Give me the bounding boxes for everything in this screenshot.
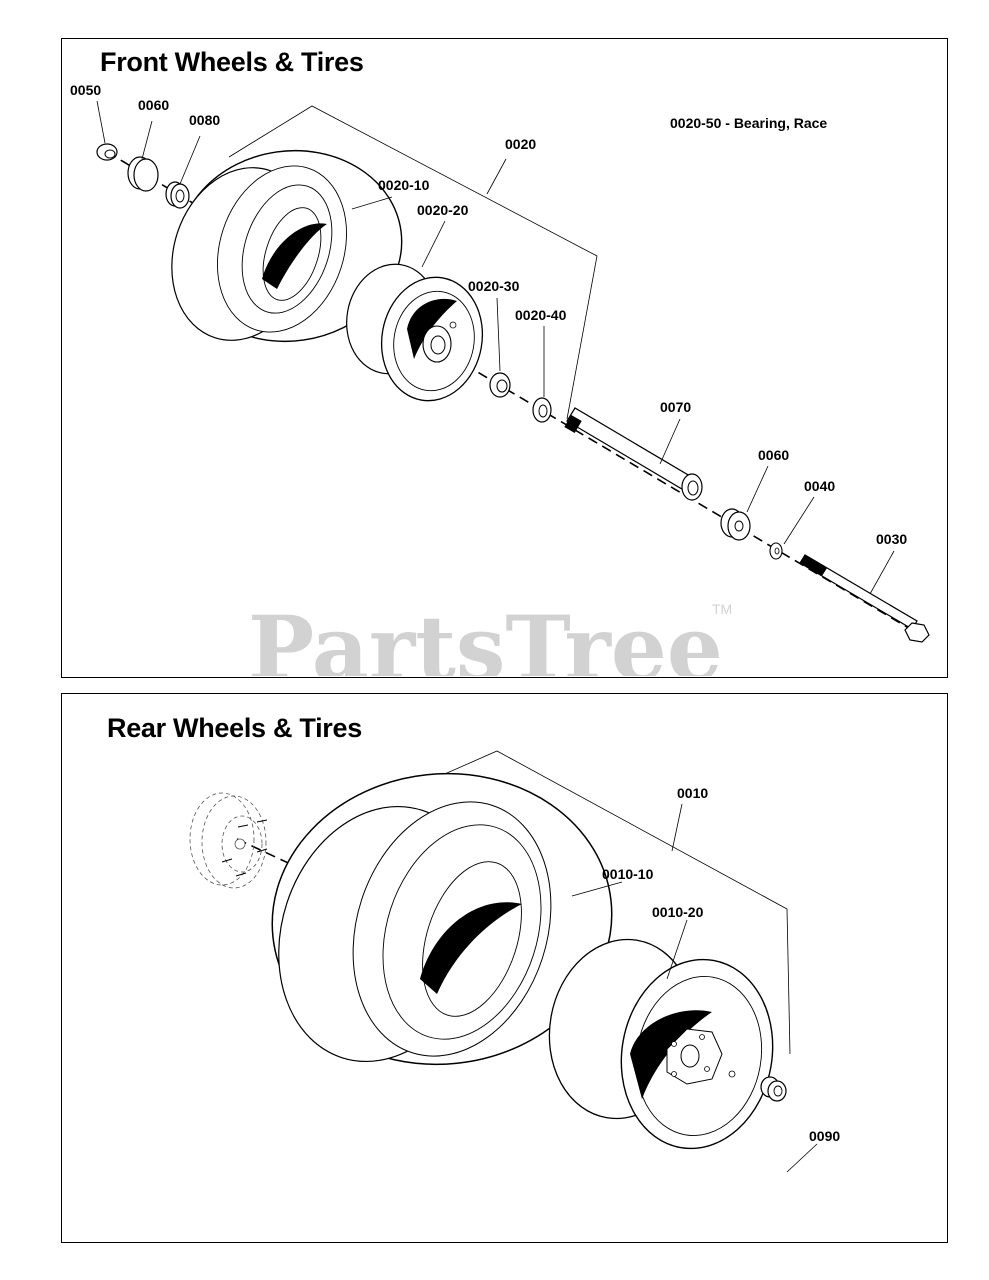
part-0020-10-tire[interactable] (150, 136, 414, 358)
rear-hub-ghost (189, 792, 268, 889)
part-0030-bolt[interactable] (799, 554, 930, 643)
part-0070-axle-tube[interactable] (564, 407, 703, 501)
label-0020-40: 0020-40 (515, 307, 567, 323)
label-0070: 0070 (660, 399, 691, 415)
leader-0010 (671, 803, 683, 852)
leader-0020-20 (421, 220, 446, 268)
rear-wheels-panel: Rear Wheels & Tires (61, 693, 948, 1243)
part-0060-spacer[interactable] (127, 156, 159, 192)
part-0050-nut[interactable] (96, 143, 118, 161)
label-0040: 0040 (804, 478, 835, 494)
leader-0050 (96, 100, 106, 144)
label-0010-10: 0010-10 (602, 866, 654, 882)
part-0080-bearing[interactable] (165, 181, 190, 209)
leader-0020 (486, 158, 507, 195)
leader-0010-10 (571, 881, 623, 897)
front-wheels-panel: Front Wheels & Tires PartsTree TM (61, 38, 948, 678)
rear-exploded-diagram: 0010 0010-10 0010-20 0090 (189, 750, 840, 1173)
leader-0060a (141, 120, 153, 160)
leader-0020-30 (496, 297, 501, 372)
label-0020: 0020 (505, 136, 536, 152)
rear-panel-title: Rear Wheels & Tires (107, 713, 362, 743)
part-0060-lower-spacer[interactable] (720, 508, 751, 541)
label-0020-10: 0020-10 (378, 177, 430, 193)
leader-0070 (659, 418, 681, 465)
front-axis-line (106, 151, 923, 637)
part-0020-30-bearing[interactable] (489, 372, 511, 398)
part-0010-10-tire[interactable] (247, 757, 627, 1089)
label-0060a: 0060 (138, 97, 169, 113)
part-0020-40-race[interactable] (532, 397, 552, 423)
leader-0040 (783, 496, 815, 545)
front-panel-title: Front Wheels & Tires (100, 47, 364, 77)
label-0020-30: 0020-30 (468, 278, 520, 294)
leader-0010-20 (666, 919, 688, 980)
label-0050: 0050 (70, 82, 101, 98)
watermark-text: PartsTree (248, 596, 723, 676)
label-0010-20: 0010-20 (652, 904, 704, 920)
leader-0060b (746, 465, 769, 513)
leader-0020-10 (351, 196, 393, 210)
bracket-0020 (228, 105, 598, 420)
leader-0080 (179, 135, 201, 185)
part-0090-lug-nut[interactable] (760, 1076, 787, 1102)
label-0090: 0090 (809, 1128, 840, 1144)
front-note: 0020-50 - Bearing, Race (670, 115, 827, 131)
watermark-tm: TM (712, 601, 732, 617)
part-0020-20-rim[interactable] (338, 257, 492, 409)
label-0060b: 0060 (758, 447, 789, 463)
label-0020-20: 0020-20 (417, 202, 469, 218)
part-0040-washer[interactable] (769, 542, 783, 560)
label-0030: 0030 (876, 531, 907, 547)
part-0010-20-rim[interactable] (535, 928, 787, 1161)
leader-0030 (869, 550, 895, 595)
label-0010: 0010 (677, 785, 708, 801)
leader-0090 (786, 1143, 818, 1173)
label-0080: 0080 (189, 112, 220, 128)
front-exploded-diagram: PartsTree TM (70, 82, 930, 676)
